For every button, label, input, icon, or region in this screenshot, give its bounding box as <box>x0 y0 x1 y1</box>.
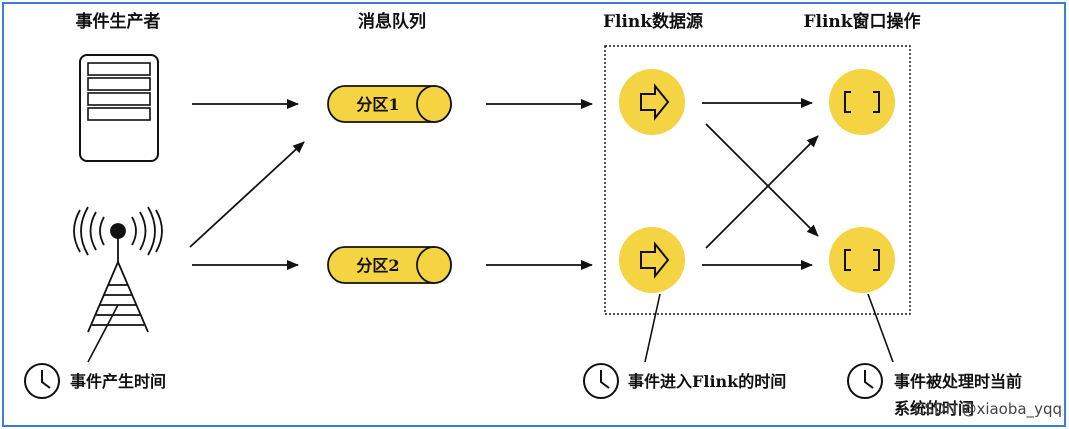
header-window: Flink窗口操作 <box>803 11 920 32</box>
window-node-1 <box>829 69 895 135</box>
pointer-processing-time <box>867 293 894 363</box>
window-node-2 <box>829 227 895 293</box>
label-processing-time-line2: 系统的时间 <box>894 399 974 418</box>
source-node-1 <box>619 69 685 135</box>
label-ingestion-time: 事件进入Flink的时间 <box>628 372 786 391</box>
window-bracket-icon <box>844 249 880 271</box>
pointer-ingestion-time <box>644 293 661 363</box>
arrow-right-icon <box>640 241 670 279</box>
header-producer: 事件生产者 <box>76 11 161 32</box>
header-queue: 消息队列 <box>358 11 426 32</box>
label-processing-time-line1: 事件被处理时当前 <box>894 372 1022 391</box>
label-event-time: 事件产生时间 <box>70 372 166 391</box>
arrow-s1-to-w2 <box>705 123 819 237</box>
pointer-event-time <box>87 304 119 363</box>
partition-1: 分区1 <box>327 85 452 123</box>
arrow-tower-to-p1 <box>189 141 305 248</box>
arrow-s2-to-w1 <box>705 135 819 249</box>
clock-icon <box>847 363 883 399</box>
flink-boundary <box>604 45 911 315</box>
header-source: Flink数据源 <box>603 11 703 32</box>
partition-1-label: 分区1 <box>356 95 399 114</box>
clock-icon <box>24 363 60 399</box>
window-bracket-icon <box>844 91 880 113</box>
source-node-2 <box>619 227 685 293</box>
partition-2: 分区2 <box>327 246 452 284</box>
partition-2-label: 分区2 <box>356 256 399 275</box>
server-icon <box>79 54 159 162</box>
clock-icon <box>583 363 619 399</box>
antenna-tower-icon <box>73 206 163 333</box>
watermark: CSDN @xiaoba_yqq <box>914 400 1062 419</box>
arrow-right-icon <box>640 83 670 121</box>
